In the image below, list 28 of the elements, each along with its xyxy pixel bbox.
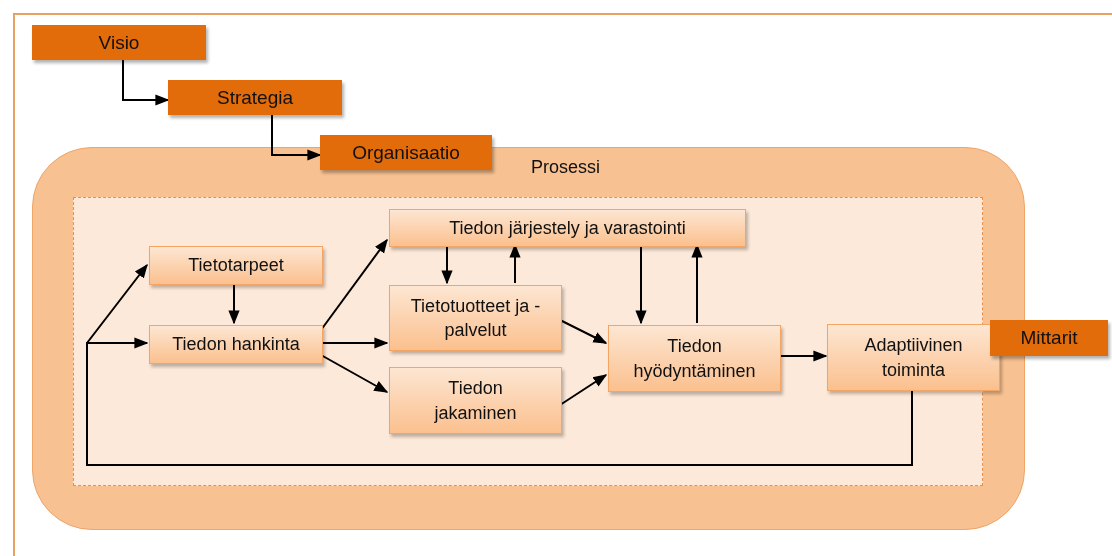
region-heading: Prosessi xyxy=(531,157,601,178)
arrow xyxy=(320,238,388,331)
box-label: Strategia xyxy=(216,86,293,109)
level-box xyxy=(320,135,492,170)
process-box xyxy=(149,246,323,285)
arrow xyxy=(122,59,170,106)
arrow xyxy=(271,114,322,161)
process-box xyxy=(389,209,746,247)
process-box xyxy=(608,325,781,392)
box-label: Visio xyxy=(98,31,140,54)
process-box xyxy=(827,324,1000,391)
box-label: Mittarit xyxy=(1020,327,1078,349)
level-box xyxy=(32,25,206,60)
box-label: Tiedon jakaminen xyxy=(433,377,518,425)
level-box xyxy=(168,80,342,115)
box-label: Tiedon hyödyntäminen xyxy=(632,335,757,383)
box-label: Adaptiivinen toiminta xyxy=(863,334,964,382)
box-label: Tiedon järjestely ja varastointi xyxy=(449,216,686,240)
dashed-area xyxy=(73,197,983,486)
box-label: Tietotuotteet ja -palvelut xyxy=(409,294,542,342)
level-box xyxy=(990,320,1108,356)
arrow xyxy=(86,337,913,466)
box-label: Organisaatio xyxy=(352,141,460,164)
box-label: Tiedon hankinta xyxy=(172,333,300,357)
process-box xyxy=(149,325,323,364)
process-box xyxy=(389,367,562,434)
process-box xyxy=(389,285,562,351)
box-label: Tietotarpeet xyxy=(188,254,284,278)
